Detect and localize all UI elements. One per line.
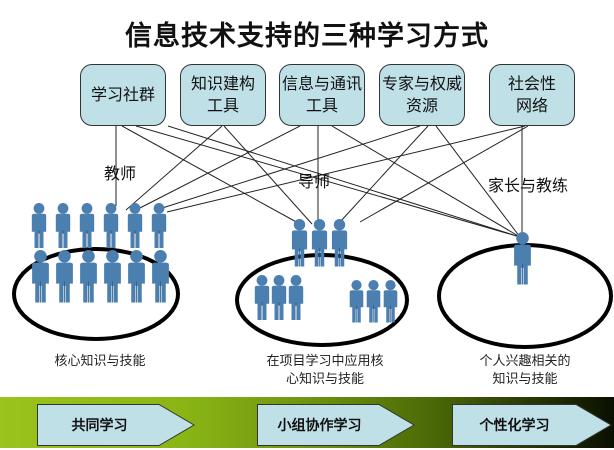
mode-arrow-group: 小组协作学习 — [257, 404, 415, 446]
person-icon — [104, 250, 121, 303]
person-icon — [151, 203, 167, 249]
person-icon — [56, 250, 73, 303]
person-icon — [152, 250, 169, 303]
person-icon — [254, 275, 270, 321]
person-icon — [291, 219, 308, 267]
connection-line — [155, 125, 421, 211]
person-icon — [288, 275, 304, 321]
person-icon — [55, 203, 71, 249]
connection-line — [121, 125, 301, 225]
person-icon — [311, 219, 328, 267]
person-icon — [331, 219, 348, 267]
person-icon — [80, 250, 97, 303]
resource-learning-community: 学习社群 — [80, 64, 166, 126]
role-parent-coach: 家长与教练 — [488, 176, 569, 195]
connection-line — [135, 125, 301, 211]
person-icon — [271, 275, 287, 321]
resource-ict-tools: 信息与通讯 工具 — [279, 64, 365, 126]
mode-label-group: 小组协作学习 — [277, 418, 362, 434]
resource-social-network: 社会性 网络 — [489, 64, 575, 126]
caption-personal-knowledge: 个人兴趣相关的 知识与技能 — [479, 354, 571, 387]
person-icon — [31, 203, 47, 249]
person-icon — [79, 203, 95, 249]
person-icon — [366, 280, 381, 323]
arrow-shape — [257, 404, 415, 446]
person-icon — [127, 203, 143, 249]
connection-line — [359, 125, 529, 223]
caption-core-knowledge: 核心知识与技能 — [54, 354, 146, 369]
caption-project-knowledge: 在项目学习中应用核 心知识与技能 — [266, 354, 384, 387]
connection-line — [223, 125, 313, 225]
arrow-shape — [37, 404, 195, 446]
connection-line — [166, 125, 526, 213]
group-ellipse-core — [12, 247, 180, 341]
connection-line — [167, 125, 521, 238]
role-mentor: 导师 — [298, 172, 331, 191]
connection-line — [339, 125, 429, 223]
resource-knowledge-tools: 知识建构 工具 — [180, 64, 266, 126]
mode-label-common: 共同学习 — [71, 418, 128, 434]
mode-arrow-common: 共同学习 — [37, 404, 195, 446]
connection-line — [135, 125, 521, 238]
person-icon — [103, 203, 119, 249]
mode-label-personal: 个性化学习 — [479, 418, 550, 434]
person-icon — [32, 250, 49, 303]
mode-arrow-personal: 个性化学习 — [452, 404, 612, 446]
connection-line — [125, 125, 223, 211]
diagram-title: 信息技术支持的三种学习方式 — [125, 21, 489, 52]
person-icon — [128, 250, 145, 303]
role-teacher: 教师 — [104, 164, 137, 183]
resource-expert-resources: 专家与权威 资源 — [379, 64, 465, 126]
arrow-shape — [452, 404, 612, 446]
person-icon — [349, 280, 364, 323]
person-icon — [514, 232, 531, 285]
person-icon — [383, 280, 398, 323]
